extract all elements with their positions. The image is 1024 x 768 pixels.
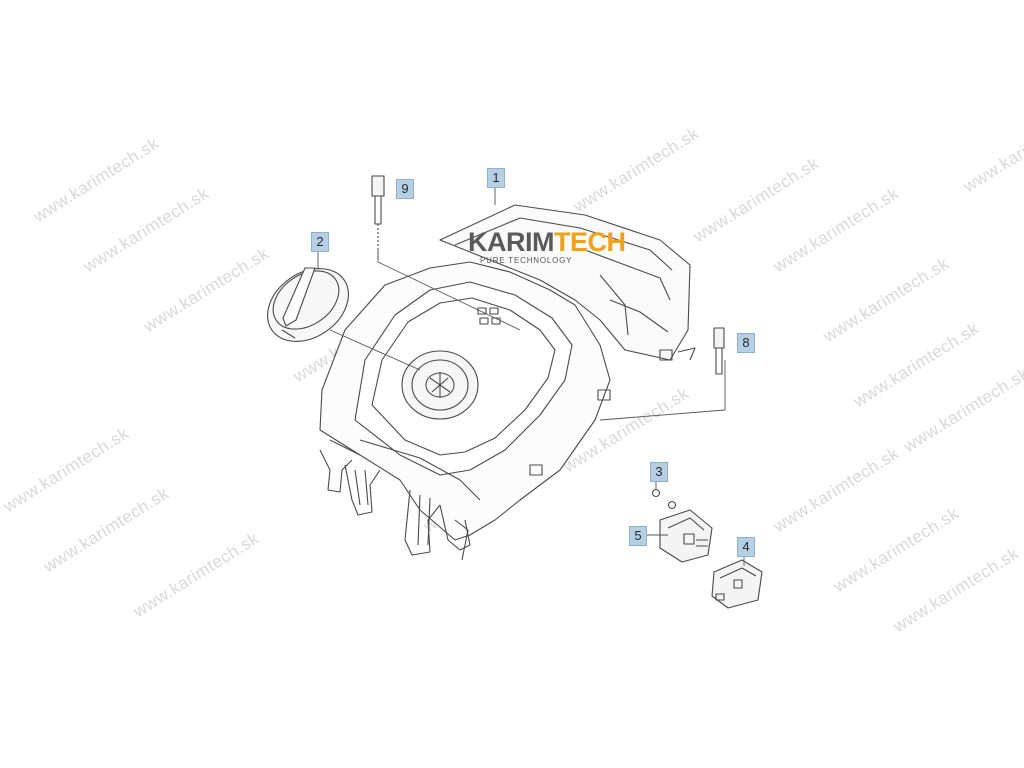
pin-left-part (371, 175, 385, 260)
brand-name-part1: KARIM (468, 227, 555, 257)
callout-9[interactable]: 9 (396, 179, 414, 199)
callout-8[interactable]: 8 (737, 333, 755, 353)
brand-name-part2: TECH (554, 227, 626, 257)
callout-5[interactable]: 5 (629, 526, 647, 546)
housing-part (319, 204, 696, 561)
callout-2[interactable]: 2 (311, 232, 329, 252)
brand-tagline: PURE TECHNOLOGY (480, 256, 573, 265)
callout-3[interactable]: 3 (650, 462, 668, 482)
brand-logo: KARIMTECH PURE TECHNOLOGY (468, 228, 626, 265)
switch-module-part (711, 559, 763, 609)
callout-4[interactable]: 4 (737, 537, 755, 557)
callout-1[interactable]: 1 (487, 168, 505, 188)
switch-assembly-part (659, 509, 713, 563)
screw-part (651, 488, 677, 510)
knob-part (267, 267, 349, 342)
pin-right-part (713, 327, 725, 375)
leader-lines (317, 188, 745, 566)
